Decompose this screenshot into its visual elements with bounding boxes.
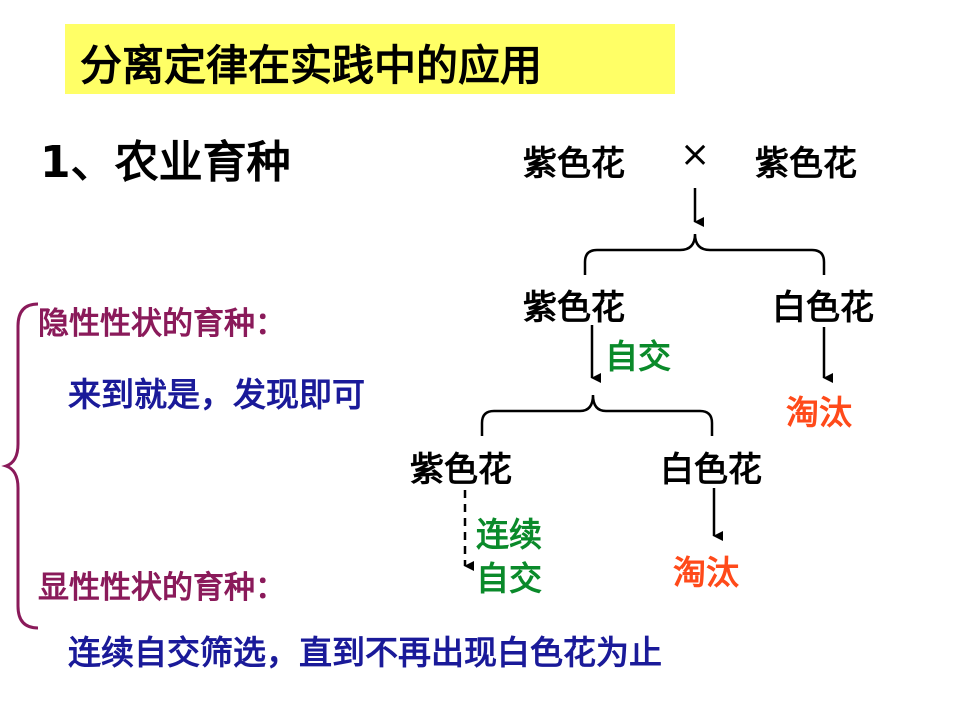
section-subtitle: 1、农业育种 <box>40 137 291 188</box>
lower-bracket <box>480 394 714 436</box>
gen2-continuous-label: 连续 <box>476 515 542 554</box>
left-brace <box>1 302 39 630</box>
dominant-heading: 显性性状的育种： <box>38 570 286 606</box>
gen1-eliminate-label: 淘汰 <box>786 393 852 432</box>
gen2-purple-label: 紫色花 <box>410 450 512 490</box>
gen2-white-label: 白色花 <box>660 450 762 490</box>
gen1-purple-label: 紫色花 <box>523 288 625 328</box>
dominant-text: 连续自交筛选，直到不再出现白色花为止 <box>68 633 662 672</box>
recessive-text: 来到就是，发现即可 <box>68 375 365 414</box>
cross-symbol: × <box>680 134 711 175</box>
gen2-eliminate-label: 淘汰 <box>673 553 739 592</box>
title-banner <box>65 24 675 94</box>
gen1-selfing-label: 自交 <box>605 337 671 376</box>
page-title: 分离定律在实践中的应用 <box>80 41 543 90</box>
parent-left-label: 紫色花 <box>523 144 625 184</box>
upper-bracket <box>583 233 826 275</box>
recessive-heading: 隐性性状的育种： <box>38 306 286 342</box>
gen2-selfing-label: 自交 <box>476 559 542 598</box>
parent-right-label: 紫色花 <box>755 144 857 184</box>
gen1-white-label: 白色花 <box>772 288 874 328</box>
